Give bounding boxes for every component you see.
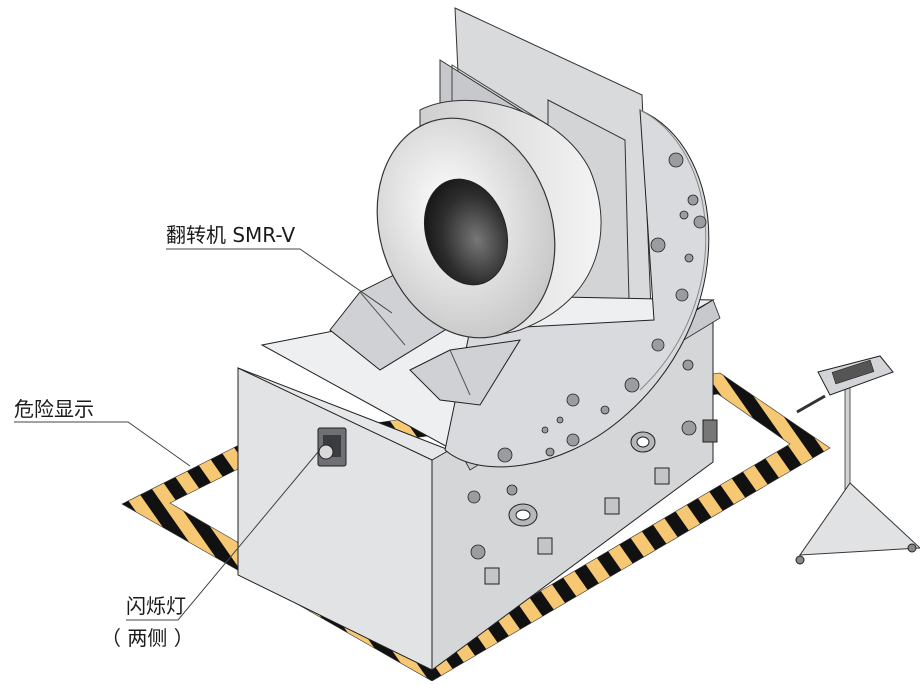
rotary-disc bbox=[444, 109, 710, 468]
side-connector bbox=[702, 419, 718, 443]
leader-lines bbox=[14, 248, 393, 621]
flash-lamp-sides-label: （ 两侧 ） bbox=[101, 626, 194, 650]
steel-coil bbox=[376, 99, 602, 339]
control-pendant-icon bbox=[795, 355, 920, 565]
eye-bolts bbox=[508, 431, 656, 527]
bolts bbox=[467, 152, 707, 560]
machine-feet bbox=[484, 467, 670, 585]
flash-lamp-label: 闪烁灯 bbox=[126, 594, 186, 618]
machine-label: 翻转机 SMR-V bbox=[166, 223, 296, 247]
danger-zone-label: 危险显示 bbox=[14, 397, 94, 421]
flash-lamp-icon bbox=[317, 427, 347, 467]
